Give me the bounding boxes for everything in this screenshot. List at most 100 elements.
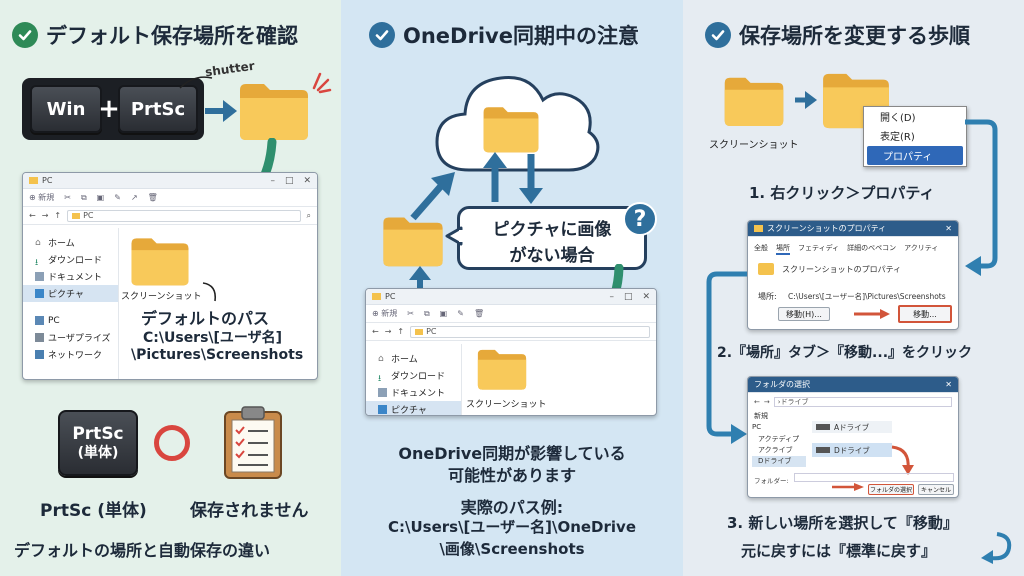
picker-side-pc[interactable]: PC xyxy=(752,423,762,431)
location-path[interactable]: C:\Users\[ユーザー名]\Pictures\Screenshots xyxy=(788,292,946,301)
folder-field[interactable] xyxy=(794,473,954,482)
address-field[interactable]: PC xyxy=(410,325,650,338)
explorer-toolbar: ⊕ 新規 ✂ ⧉ ▣ ✎ ↗ 🗑 xyxy=(23,189,317,207)
arrow-right-icon xyxy=(832,483,864,491)
explorer-window: PC –□✕ ⊕ 新規 ✂ ⧉ ▣ ✎ ↗ 🗑 ← → ↑ PC ⌕ ⌂ホーム … xyxy=(22,172,318,380)
folder-picker-dialog: フォルダの選択 ✕ ← → › ドライブ 新規 PC アクテディプ アクライブ … xyxy=(747,376,959,498)
picker-side-item-2[interactable]: アクテディプ xyxy=(758,435,800,443)
sidebar-item-user[interactable]: ユーザプライズ xyxy=(23,329,118,346)
cancel-button[interactable]: キャンセル xyxy=(918,484,954,495)
window-controls[interactable]: –□✕ xyxy=(270,175,311,186)
delete-icon[interactable]: 🗑 xyxy=(147,193,158,202)
sidebar-item-downloads[interactable]: ⭳ダウンロード xyxy=(35,256,103,268)
menu-item-open[interactable]: 開く(D) xyxy=(880,113,916,124)
address-field[interactable]: PC xyxy=(67,209,301,222)
shutter-motion-icon xyxy=(179,76,213,89)
cut-icon[interactable]: ✂ xyxy=(407,309,414,318)
panel-onedrive-note: OneDrive同期中の注意 ピクチャに画像 がない場合 ? xyxy=(341,0,683,576)
nav-forward-icon[interactable]: → xyxy=(41,211,49,220)
panel1-title-row: デフォルト保存場所を確認 xyxy=(12,20,298,50)
circle-mark-icon xyxy=(154,425,190,461)
pictures-icon xyxy=(35,289,44,298)
panel3-title-row: 保存場所を変更する歩順 xyxy=(705,20,970,50)
sidebar-item-pictures[interactable]: ピクチャ xyxy=(366,401,461,415)
nav-back-icon[interactable]: ← xyxy=(29,211,36,220)
check-circle-icon xyxy=(12,22,38,48)
move-button-left[interactable]: 移動(H)... xyxy=(778,307,830,321)
search-icon[interactable]: ⌕ xyxy=(306,210,311,220)
copy-icon[interactable]: ⧉ xyxy=(423,308,430,318)
nav-up-icon[interactable]: ↑ xyxy=(54,211,62,220)
new-button[interactable]: ⊕ 新規 xyxy=(29,193,55,202)
share-icon[interactable]: ↗ xyxy=(130,193,138,202)
sidebar-item-documents[interactable]: ドキュメント xyxy=(23,268,118,285)
tab-general[interactable]: 全般 xyxy=(754,244,768,252)
clipboard-icon xyxy=(224,406,282,479)
tab-location[interactable]: 場所 xyxy=(776,243,790,255)
tab-details[interactable]: 詳細のべペコン xyxy=(847,244,897,252)
drive-a-row[interactable]: Aドライブ xyxy=(812,421,892,433)
select-folder-button[interactable]: フォルダの選択 xyxy=(868,484,914,495)
sidebar-item-home[interactable]: ⌂ホーム xyxy=(378,354,418,365)
speech-bubble: ピクチャに画像 がない場合 xyxy=(457,206,647,270)
tab-previous[interactable]: アクリティ xyxy=(904,244,939,252)
pointer-curve-icon xyxy=(202,282,217,302)
new-button[interactable]: ⊕ 新規 xyxy=(372,309,398,318)
prtsc-alone-label: PrtSc (単体) xyxy=(40,501,147,521)
screenshots-folder-icon[interactable] xyxy=(476,347,528,391)
example-title: 実際のパス例: xyxy=(460,498,564,517)
rename-icon[interactable]: ✎ xyxy=(114,193,121,202)
paste-icon[interactable]: ▣ xyxy=(439,309,448,318)
tab-security[interactable]: フェティディ xyxy=(798,244,840,252)
panel2-title: OneDrive同期中の注意 xyxy=(403,24,639,48)
delete-icon[interactable]: 🗑 xyxy=(473,309,485,318)
home-icon: ⌂ xyxy=(35,238,41,248)
rename-icon[interactable]: ✎ xyxy=(457,309,464,318)
sync-arrows-icon xyxy=(483,152,543,204)
panel2-title-row: OneDrive同期中の注意 xyxy=(369,20,639,50)
cloud-folder-icon xyxy=(483,107,539,153)
picker-side-item-3[interactable]: アクライブ xyxy=(758,446,793,454)
panel-change-location: 保存場所を変更する歩順 スクリーンショット 開く(D) 表定(R) プロパティ … xyxy=(683,0,1024,576)
curved-arrow-icon xyxy=(891,445,914,475)
nav-forward-icon[interactable]: → xyxy=(384,327,392,336)
explorer-toolbar: ⊕ 新規 ✂ ⧉ ▣ ✎ 🗑 xyxy=(366,305,656,323)
picker-side-d-drive[interactable]: Dドライブ xyxy=(752,456,806,467)
picker-breadcrumb[interactable]: › ドライブ xyxy=(773,397,952,407)
plus-sign: + xyxy=(98,94,120,124)
sidebar-item-documents[interactable]: ドキュメント xyxy=(366,384,461,401)
move-button[interactable]: 移動... xyxy=(898,305,952,323)
nav-forward-icon[interactable]: → xyxy=(763,398,770,406)
download-icon: ⭳ xyxy=(35,258,39,268)
menu-item-display[interactable]: 表定(R) xyxy=(880,132,915,143)
explorer-titlebar: PC –□✕ xyxy=(23,173,317,189)
flow-arrow-icon xyxy=(965,119,998,276)
sidebar-item-home[interactable]: ⌂ホーム xyxy=(35,238,75,249)
sidebar-item-pictures[interactable]: ピクチャ xyxy=(23,285,118,302)
folder-icon xyxy=(724,77,784,126)
properties-dialog: スクリーンショットのプロパティ ✕ 全般 場所 フェティディ 詳細のべペコン ア… xyxy=(747,220,959,330)
document-icon xyxy=(35,272,44,281)
sidebar-item-network[interactable]: ネットワーク xyxy=(23,346,118,363)
check-circle-icon xyxy=(369,22,395,48)
close-icon[interactable]: ✕ xyxy=(945,380,952,389)
folder-field-label: フォルダー: xyxy=(754,477,789,485)
nav-back-icon[interactable]: ← xyxy=(372,327,379,336)
close-icon[interactable]: ✕ xyxy=(945,224,952,233)
menu-item-properties[interactable]: プロパティ xyxy=(867,146,963,165)
nav-back-icon[interactable]: ← xyxy=(754,398,760,406)
undo-arrow-icon xyxy=(981,532,1012,564)
sidebar-item-pc[interactable]: PC xyxy=(23,312,118,329)
screenshots-folder-icon[interactable] xyxy=(129,235,191,287)
onedrive-note-line1: OneDrive同期が影響している xyxy=(398,444,626,463)
picker-new-button[interactable]: 新規 xyxy=(754,412,768,420)
drive-d-row[interactable]: Dドライブ xyxy=(812,443,892,457)
picker-title: フォルダの選択 xyxy=(754,380,810,389)
copy-icon[interactable]: ⧉ xyxy=(80,192,87,202)
picker-titlebar: フォルダの選択 ✕ xyxy=(748,377,958,393)
cut-icon[interactable]: ✂ xyxy=(64,193,71,202)
nav-up-icon[interactable]: ↑ xyxy=(397,327,405,336)
paste-icon[interactable]: ▣ xyxy=(96,193,105,202)
sidebar-item-downloads[interactable]: ⭳ダウンロード xyxy=(378,372,446,384)
window-controls[interactable]: –□✕ xyxy=(609,291,650,302)
